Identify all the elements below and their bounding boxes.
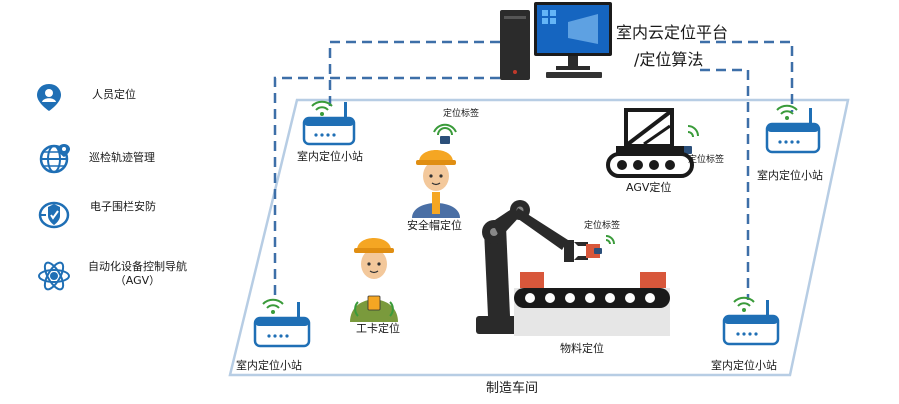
- platform-label-line1: 室内云定位平台: [616, 23, 729, 42]
- platform-computer: [498, 2, 616, 82]
- arm-tag-label: 定位标签: [584, 221, 621, 231]
- link-top-left: [328, 40, 500, 108]
- station-bottom-left: [253, 298, 315, 348]
- legend-label: 巡检轨迹管理: [89, 151, 155, 164]
- station-bottom-right: [722, 296, 784, 348]
- station-top-left: [302, 100, 362, 146]
- robot-arm-conveyor: [470, 200, 670, 340]
- workshop-label: 制造车间: [486, 381, 539, 396]
- station-bottom-right-label: 室内定位小站: [711, 359, 777, 372]
- agv-tag-label: 定位标签: [688, 155, 725, 165]
- helmet-worker-label: 安全帽定位: [407, 219, 462, 232]
- station-top-left-label: 室内定位小站: [297, 150, 363, 163]
- badge-worker: [344, 234, 414, 324]
- agv-vehicle: [604, 108, 704, 178]
- workshop-floor: [228, 98, 850, 377]
- station-bottom-left-label: 室内定位小站: [236, 359, 302, 372]
- agv-label: AGV定位: [626, 181, 672, 194]
- globe-route-icon: [39, 144, 70, 174]
- fence-shield-icon: [38, 201, 70, 229]
- legend-label: 电子围栏安防: [90, 200, 156, 213]
- legend-label-line1: 自动化设备控制导航: [88, 260, 187, 273]
- platform-label-line2: /定位算法: [634, 50, 704, 69]
- legend-label: 自动化设备控制导航 （AGV）: [88, 260, 187, 288]
- legend-label-line2: （AGV）: [114, 273, 161, 287]
- pc-tower: [500, 10, 530, 80]
- badge-worker-label: 工卡定位: [356, 322, 400, 335]
- link-bottom-right: [700, 68, 750, 300]
- helmet-tag-label: 定位标签: [443, 109, 480, 119]
- materials-label: 物料定位: [560, 342, 604, 355]
- keyboard: [546, 72, 602, 78]
- person-pin-icon: [37, 84, 61, 111]
- atom-navigation-icon: [38, 261, 70, 291]
- station-top-right-label: 室内定位小站: [757, 169, 823, 182]
- station-top-right: [765, 104, 825, 154]
- legend-label: 人员定位: [92, 88, 136, 101]
- link-top-right: [700, 40, 794, 112]
- helmet-worker: [406, 118, 476, 218]
- link-bottom-left: [273, 76, 500, 300]
